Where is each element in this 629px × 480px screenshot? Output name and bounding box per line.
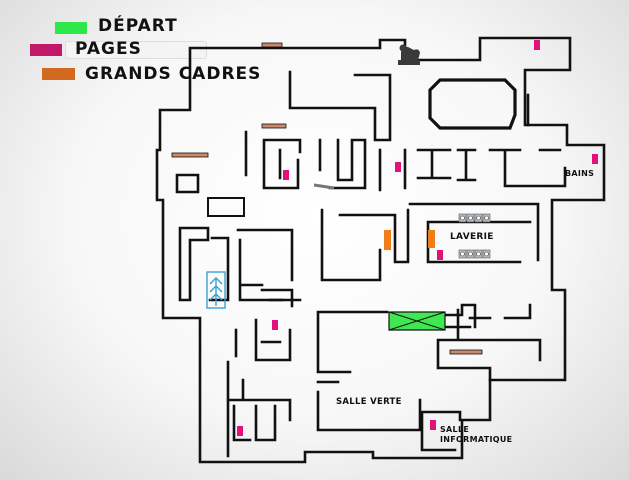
wall-segment (232, 404, 277, 442)
page-marker (272, 320, 278, 330)
page-markers (237, 40, 598, 436)
wall-segment (318, 138, 367, 190)
wall-segment (456, 148, 477, 182)
orange-doors (384, 230, 435, 250)
washer-icon (466, 249, 475, 259)
page-marker (430, 420, 436, 430)
room-label-salle-verte: SALLE VERTE (336, 397, 402, 407)
legend-swatch-cadres (42, 68, 75, 80)
wall-segment (433, 303, 532, 329)
washer-icon (466, 213, 475, 223)
wall-segment (175, 173, 200, 194)
wall-segment (488, 148, 567, 188)
legend-label-pages: PAGES (75, 39, 142, 59)
walls (155, 36, 606, 464)
room-label-laverie: LAVERIE (450, 232, 494, 242)
page-marker (592, 154, 598, 164)
wall-segment (208, 236, 230, 302)
wall-segment (226, 360, 292, 458)
orange-door (428, 230, 435, 248)
frame-marker (261, 42, 283, 48)
wall-segment (178, 226, 210, 302)
wall-segment (260, 288, 294, 308)
washer-icon (474, 249, 483, 259)
frame-marker (171, 152, 209, 158)
legend-label-cadres: GRANDS CADRES (85, 64, 262, 84)
orange-door (384, 230, 391, 250)
outer-wall (155, 36, 606, 464)
wall-segment (316, 310, 389, 374)
page-marker (534, 40, 540, 50)
salle-informatique-walls (420, 410, 462, 452)
wall-segment (378, 148, 407, 192)
page-marker (283, 170, 289, 180)
stairs-arrows (209, 277, 223, 306)
stairs-icon (206, 271, 226, 309)
laverie-west-walls (320, 208, 410, 282)
stairs-outline (206, 271, 226, 309)
wall-segment (288, 70, 392, 142)
frame-markers (171, 42, 483, 355)
frame-marker (261, 123, 287, 129)
washers (458, 213, 491, 259)
legend-swatch-depart (55, 22, 87, 34)
lion-statue-icon (398, 44, 420, 65)
washer-icon (458, 213, 467, 223)
room-label-salle-informatique-2: INFORMATIQUE (440, 435, 513, 444)
washer-icon (458, 249, 467, 259)
start-zone-cross-icon (388, 311, 446, 331)
wall-segment (416, 148, 452, 180)
room-label-bains: BAINS (565, 169, 595, 178)
wall-segment (254, 318, 292, 362)
legend-plate-pages (66, 42, 206, 58)
legend-swatch-pages (30, 44, 62, 56)
washer-icon (474, 213, 483, 223)
wall-segment (244, 130, 282, 180)
page-marker (395, 162, 401, 172)
start-zone-cross (388, 311, 446, 331)
page-marker (437, 250, 443, 260)
statue-head (399, 44, 407, 52)
salle-verte-walls (316, 380, 422, 432)
octagon-room (428, 78, 517, 130)
legend-label-depart: DÉPART (98, 16, 178, 36)
washer-icon (482, 213, 491, 223)
frame-marker (313, 183, 335, 190)
frame-marker (449, 349, 483, 355)
room-label-salle-informatique-1: SALLE (440, 425, 470, 434)
statue-base (398, 60, 420, 65)
wall-segment (436, 338, 492, 382)
wall-segment (438, 308, 542, 362)
washer-icon (482, 249, 491, 259)
frame-marker (207, 197, 245, 217)
wall-segment (262, 138, 302, 190)
page-marker (237, 426, 243, 436)
